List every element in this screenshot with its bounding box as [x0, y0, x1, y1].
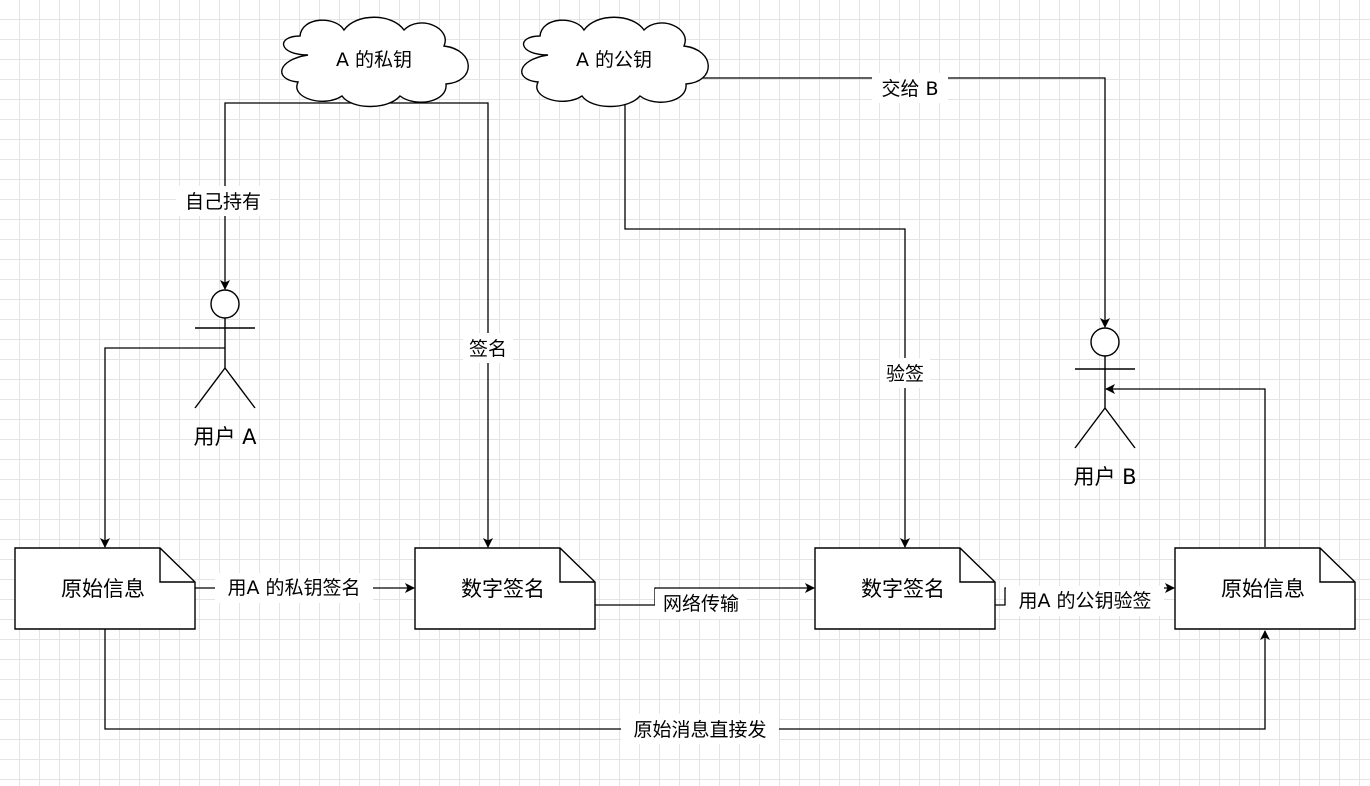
cloud-icon: [281, 16, 469, 108]
private-key-label: A 的私钥: [336, 49, 412, 71]
private-key-node[interactable]: A 的私钥: [281, 16, 469, 108]
document-icon: [814, 547, 996, 630]
actor-icon: [194, 289, 256, 409]
user-a-node[interactable]: 用户 A: [193, 289, 257, 449]
edge-sign[interactable]: [378, 102, 493, 548]
public-key-node[interactable]: A 的公钥: [521, 16, 709, 108]
label-sign-with-private-key: 用A 的私钥签名: [227, 577, 360, 599]
label-give-to-b: 交给 B: [881, 78, 938, 100]
edge-message-to-user-b[interactable]: [1105, 384, 1266, 547]
original-message-a-node[interactable]: 原始信息: [14, 547, 196, 630]
edge-user-a-to-message[interactable]: [100, 347, 225, 548]
label-self-hold: 自己持有: [185, 191, 261, 213]
edge-verify[interactable]: [624, 103, 910, 548]
edge-self-hold[interactable]: [220, 102, 378, 290]
label-verify: 验签: [886, 363, 924, 385]
original-message-a-label: 原始信息: [61, 577, 145, 601]
user-b-node[interactable]: 用户 B: [1073, 327, 1137, 489]
digital-signature-b-label: 数字签名: [861, 577, 945, 601]
digital-signature-b-node[interactable]: 数字签名: [814, 547, 996, 630]
actor-icon: [1074, 327, 1136, 449]
digital-signature-a-node[interactable]: 数字签名: [414, 547, 596, 630]
user-b-label: 用户 B: [1073, 465, 1136, 489]
label-send-original-directly: 原始消息直接发: [633, 719, 766, 741]
original-message-b-node[interactable]: 原始信息: [1174, 547, 1356, 630]
edge-give-to-b[interactable]: [700, 77, 1110, 328]
cloud-icon: [521, 16, 709, 108]
label-sign: 签名: [469, 338, 507, 360]
public-key-label: A 的公钥: [576, 49, 652, 71]
original-message-b-label: 原始信息: [1221, 577, 1305, 601]
user-a-label: 用户 A: [193, 425, 257, 449]
label-verify-with-public-key: 用A 的公钥验签: [1018, 590, 1151, 612]
document-icon: [1174, 547, 1356, 630]
label-network-transfer: 网络传输: [663, 593, 739, 615]
digital-signature-a-label: 数字签名: [461, 577, 545, 601]
document-icon: [14, 547, 196, 630]
document-icon: [414, 547, 596, 630]
